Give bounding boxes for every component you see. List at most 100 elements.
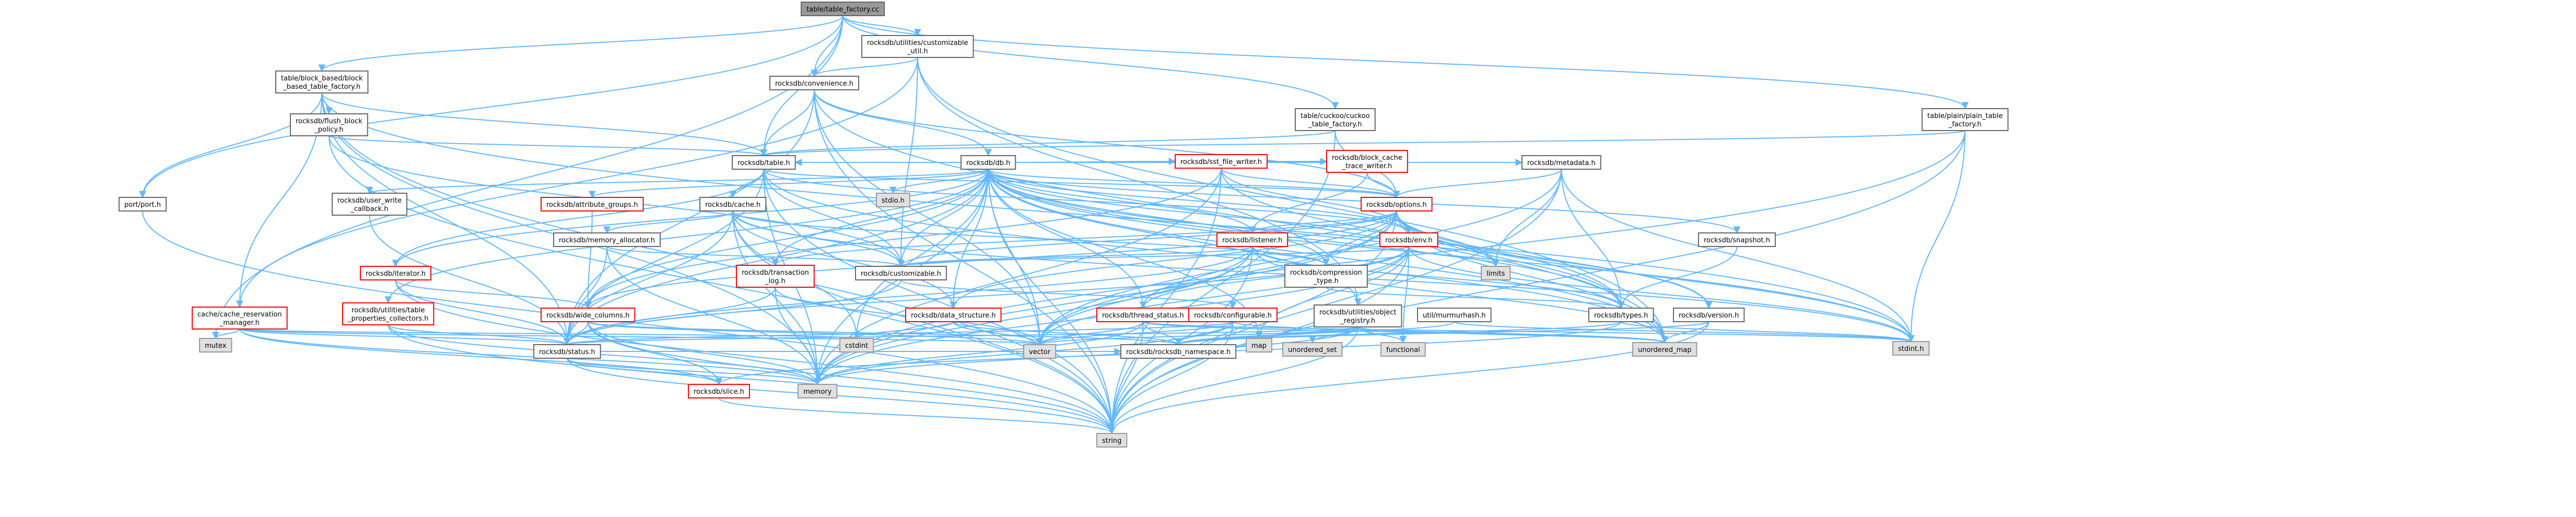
node-label: cstdint: [845, 342, 868, 350]
edge-cache-res-to-memory: [239, 328, 821, 385]
node-compression[interactable]: rocksdb/compression_type.h: [1284, 265, 1368, 288]
edge-block-cache-trace-to-listener: [1248, 172, 1368, 234]
node-label: rocksdb/env.h: [1385, 237, 1433, 244]
node-memory-alloc[interactable]: rocksdb/memory_allocator.h: [553, 232, 661, 247]
edge-plain-to-stdint: [1907, 130, 1966, 343]
edge-cust-util-to-unordered-map: [917, 57, 1669, 344]
node-iterator[interactable]: rocksdb/iterator.h: [360, 266, 431, 280]
node-label: _based_table_factory.h: [283, 83, 360, 91]
node-flush-block[interactable]: rocksdb/flush_block_policy.h: [290, 113, 368, 136]
node-box: [290, 113, 368, 136]
node-listener[interactable]: rocksdb/listener.h: [1216, 232, 1289, 247]
edge-plain-to-table: [760, 130, 1966, 157]
node-version[interactable]: rocksdb/version.h: [1673, 308, 1745, 322]
node-attr-groups[interactable]: rocksdb/attribute_groups.h: [541, 197, 644, 212]
node-data-structure[interactable]: rocksdb/data_structure.h: [905, 308, 1002, 322]
edge-memory-alloc-to-status: [563, 246, 607, 346]
node-types[interactable]: rocksdb/types.h: [1588, 308, 1654, 322]
node-box: [1521, 155, 1601, 170]
node-label: rocksdb/types.h: [1594, 312, 1648, 320]
node-metadata[interactable]: rocksdb/metadata.h: [1521, 155, 1601, 170]
node-murmurhash[interactable]: util/murmurhash.h: [1417, 308, 1492, 322]
node-box: [1922, 108, 2009, 131]
node-snapshot[interactable]: rocksdb/snapshot.h: [1698, 232, 1776, 247]
node-user-write-cb[interactable]: rocksdb/user_write_callback.h: [332, 193, 407, 216]
node-label: rocksdb/table.h: [737, 159, 790, 167]
edge-db-to-map: [988, 169, 1263, 339]
edge-thread-status-to-string: [1108, 321, 1144, 434]
node-label: _util.h: [907, 48, 928, 55]
node-cache[interactable]: rocksdb/cache.h: [699, 197, 767, 212]
edge-metadata-to-options: [1392, 169, 1562, 198]
node-env[interactable]: rocksdb/env.h: [1379, 232, 1438, 247]
node-table[interactable]: rocksdb/table.h: [732, 155, 796, 170]
node-label: rocksdb/configurable.h: [1194, 312, 1272, 320]
node-box: [533, 344, 601, 359]
node-label: _factory.h: [1948, 121, 1982, 128]
node-label: rocksdb/thread_status.h: [1102, 312, 1184, 320]
node-bbtf[interactable]: table/block_based/block_based_table_fact…: [275, 70, 369, 93]
node-wide-columns[interactable]: rocksdb/wide_columns.h: [541, 308, 636, 322]
node-label: rocksdb/utilities/table: [352, 307, 425, 314]
node-label: rocksdb/utilities/customizable: [867, 39, 968, 47]
node-box: [275, 70, 369, 93]
node-cust-util[interactable]: rocksdb/utilities/customizable_util.h: [861, 35, 974, 58]
node-box: [1175, 154, 1268, 169]
edge-convenience-to-options: [813, 89, 1400, 198]
node-box: [1188, 308, 1278, 322]
node-label: rocksdb/memory_allocator.h: [559, 237, 655, 244]
node-label: _registry.h: [1340, 317, 1375, 325]
node-label: util/murmurhash.h: [1423, 312, 1486, 320]
edge-db-to-compression: [988, 169, 1330, 266]
node-db[interactable]: rocksdb/db.h: [961, 155, 1016, 170]
edge-db-to-data-structure: [950, 169, 989, 309]
edge-env-to-thread-status: [1139, 246, 1410, 309]
node-cache-res[interactable]: cache/cache_reservation_manager.h: [192, 307, 288, 330]
node-sst-writer[interactable]: rocksdb/sst_file_writer.h: [1175, 154, 1268, 169]
node-slice[interactable]: rocksdb/slice.h: [688, 384, 750, 398]
header-file-nodes: table/table_factory.cc table/block_based/…: [119, 2, 2009, 448]
edge-bbtf-to-stdint: [321, 92, 1915, 343]
node-label: unordered_set: [1288, 346, 1337, 354]
edge-options-to-wide-columns: [584, 210, 1397, 309]
edge-iterator-to-wide-columns: [395, 279, 592, 309]
node-unordered-set: unordered_set: [1282, 342, 1343, 357]
edge-cache-res-to-vector: [239, 328, 1043, 346]
edge-cuckoo-to-table: [760, 130, 1336, 157]
node-status[interactable]: rocksdb/status.h: [533, 344, 601, 359]
node-block-cache-trace[interactable]: rocksdb/block_cache_trace_writer.h: [1326, 150, 1408, 173]
node-box: [688, 384, 750, 398]
node-cuckoo[interactable]: table/cuckoo/cuckoo_table_factory.h: [1295, 108, 1376, 131]
node-box: [1284, 265, 1368, 288]
node-thread-status[interactable]: rocksdb/thread_status.h: [1096, 308, 1190, 322]
node-label: rocksdb/iterator.h: [366, 270, 426, 278]
node-stdio: stdio.h: [876, 193, 910, 207]
node-plain[interactable]: table/plain/plain_table_factory.h: [1922, 108, 2009, 131]
node-props-coll[interactable]: rocksdb/utilities/table_properties_colle…: [342, 302, 435, 325]
node-label: rocksdb/user_write: [337, 197, 402, 205]
node-box: [199, 338, 232, 352]
node-configurable[interactable]: rocksdb/configurable.h: [1188, 308, 1278, 322]
edge-options-to-version: [1396, 210, 1713, 309]
node-label: unordered_map: [1638, 346, 1692, 354]
node-obj-registry[interactable]: rocksdb/utilities/object_registry.h: [1314, 304, 1402, 327]
node-customizable[interactable]: rocksdb/customizable.h: [855, 266, 947, 280]
node-port[interactable]: port/port.h: [119, 197, 167, 212]
edge-convenience-to-vector: [813, 89, 1044, 346]
edge-db-to-options: [988, 169, 1400, 198]
edge-metadata-to-limits: [1492, 169, 1562, 267]
node-box: [1673, 308, 1745, 322]
node-box: [119, 197, 167, 212]
node-label: rocksdb/cache.h: [705, 201, 760, 209]
node-label: rocksdb/transaction: [742, 269, 809, 277]
edge-db-to-attr-groups: [589, 169, 989, 198]
node-txn-log[interactable]: rocksdb/transaction_log.h: [736, 265, 815, 288]
node-convenience[interactable]: rocksdb/convenience.h: [769, 76, 859, 90]
node-box: [839, 338, 874, 352]
node-box: [905, 308, 1002, 322]
edge-bbtf-to-status: [321, 92, 571, 346]
edge-cache-res-to-status: [239, 328, 571, 346]
node-namespace[interactable]: rocksdb/rocksdb_namespace.h: [1120, 344, 1237, 359]
node-root[interactable]: table/table_factory.cc: [801, 2, 885, 16]
node-options[interactable]: rocksdb/options.h: [1361, 197, 1433, 212]
